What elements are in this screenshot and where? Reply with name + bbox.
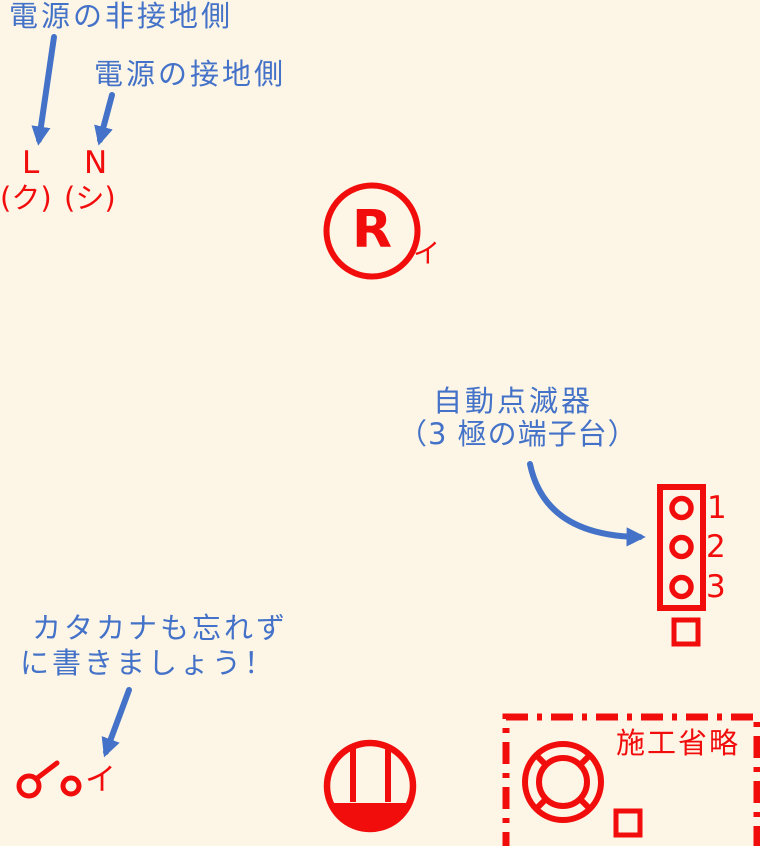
outdoor-light-spoke-nw [533, 752, 549, 768]
answer-box-terminal [671, 617, 701, 647]
live-wire-label: L [22, 145, 40, 181]
power-grounded-arrow [94, 92, 115, 146]
terminal-hole-2 [669, 534, 694, 560]
power-ungrounded-arrow [31, 34, 57, 146]
neutral-wire-label: N [84, 145, 108, 181]
outdoor-light-symbol [522, 741, 604, 823]
neutral-wire-katakana: (シ) [64, 181, 116, 215]
lamp-receptacle-symbol [323, 182, 421, 280]
outdoor-light-spoke-se [577, 796, 593, 812]
switch-circuit-mark: イ [85, 762, 116, 798]
katakana-note-line2: に書きましょう！ [20, 646, 277, 680]
switch-lever [33, 760, 60, 782]
ceiling-light-circle [323, 739, 417, 833]
answer-box-outdoor-light [613, 808, 643, 838]
ceiling-light-symbol [323, 739, 417, 833]
switch-symbol [16, 760, 82, 799]
terminal-hole-1 [669, 495, 694, 521]
terminal-hole-3 [669, 574, 694, 600]
switch-contact-circle [16, 773, 42, 799]
outdoor-light-outer-circle [522, 741, 604, 823]
terminal-number-1: 1 [707, 490, 727, 526]
auto-flasher-arrow [527, 461, 646, 547]
live-wire-katakana: (ク) [0, 181, 52, 215]
power-ungrounded-label: 電源の非接地側 [9, 0, 234, 33]
outdoor-light-spoke-ne [577, 752, 593, 768]
power-grounded-label: 電源の接地側 [94, 57, 287, 91]
auto-flasher-label-line2: （3 極の端子台） [398, 417, 638, 451]
auto-flasher-label-line1: 自動点滅器 [433, 384, 594, 418]
lamp-receptacle-circuit-mark: イ [413, 239, 440, 270]
construction-omitted-label: 施工省略 [616, 726, 741, 760]
terminal-number-3: 3 [706, 569, 726, 605]
lamp-receptacle-letter: R [351, 199, 393, 260]
katakana-note-arrow [101, 687, 132, 758]
switch-terminal-circle [60, 775, 82, 797]
outdoor-light-spoke-sw [533, 796, 549, 812]
outdoor-light-inner-circle [536, 755, 590, 809]
terminal-block-outline [657, 484, 706, 611]
katakana-note-line1: カタカナも忘れず [32, 611, 289, 645]
terminal-number-2: 2 [706, 529, 726, 565]
terminal-block-symbol [657, 484, 706, 611]
construction-omitted-box [502, 713, 760, 846]
